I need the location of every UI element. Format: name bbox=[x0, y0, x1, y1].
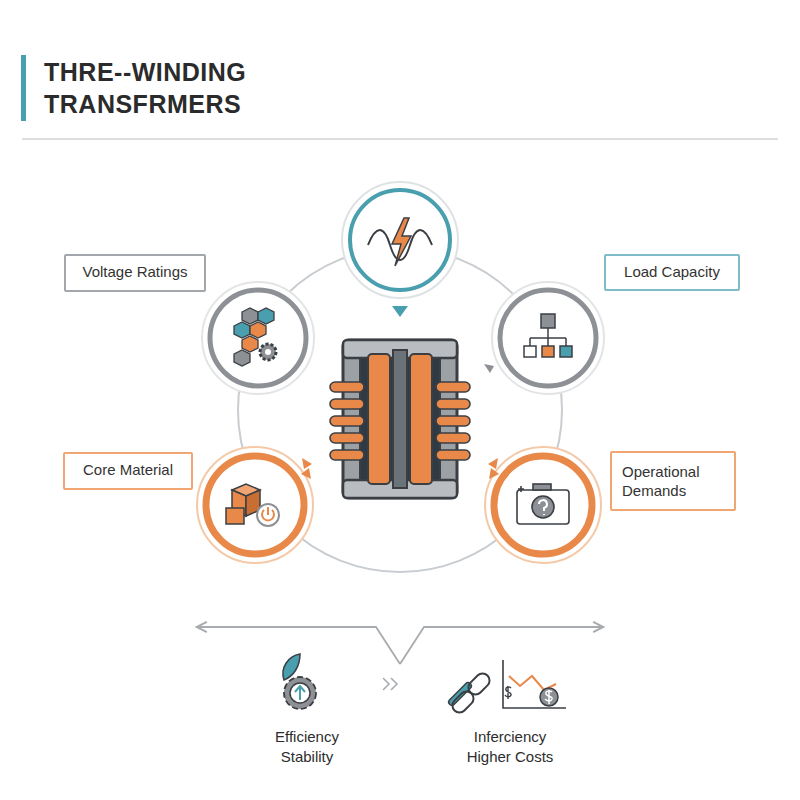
efficiency-icon-part bbox=[284, 677, 316, 709]
transformer-illustration-part-part bbox=[330, 450, 364, 460]
voltage-icon-circle bbox=[202, 282, 314, 394]
core-icon-circle bbox=[197, 447, 313, 563]
demands-icon-circle-part-part bbox=[518, 486, 524, 492]
cost-icon-part bbox=[505, 686, 511, 699]
voltage-icon-circle-part bbox=[210, 290, 306, 386]
top-icon-circle-part bbox=[392, 218, 411, 266]
core-icon-circle-part bbox=[257, 504, 279, 526]
demands-icon-circle-part-part bbox=[517, 490, 569, 524]
efficiency-icon bbox=[283, 654, 316, 709]
load-icon-circle-part-part bbox=[560, 346, 572, 357]
top-icon-circle-part bbox=[342, 182, 458, 298]
transformer-illustration-part-part bbox=[330, 433, 364, 443]
efficiency-icon-part bbox=[283, 654, 300, 680]
efficiency-icon-part bbox=[295, 686, 305, 700]
transformer-illustration-part-part bbox=[330, 416, 364, 426]
cost-icon bbox=[450, 660, 566, 715]
transformer-illustration-part-part bbox=[436, 399, 470, 409]
title-bar-part bbox=[22, 138, 778, 140]
voltage-icon-circle-part bbox=[202, 282, 314, 394]
cost-icon-part bbox=[503, 660, 566, 708]
label-box: Operational Demands bbox=[610, 451, 736, 511]
voltage-icon-circle-part-part bbox=[242, 308, 258, 324]
core-icon-circle-part bbox=[301, 468, 311, 479]
transformer-illustration bbox=[330, 340, 470, 498]
voltage-icon-circle-part-part bbox=[258, 308, 274, 324]
demands-icon-circle-part-part bbox=[532, 496, 554, 518]
demands-icon-circle-part-part bbox=[539, 500, 547, 515]
efficiency-icon-part bbox=[290, 683, 310, 703]
outcome-label: Efficiency Stability bbox=[252, 727, 362, 767]
label-box: Voltage Ratings bbox=[64, 254, 206, 292]
cost-icon-part bbox=[450, 671, 493, 716]
box-label: Operational Demands bbox=[622, 462, 722, 500]
transformer-illustration-part-part bbox=[436, 433, 470, 443]
load-icon-circle bbox=[492, 282, 604, 394]
diagram-title: THRE--WINDING TRANSFRMERS bbox=[44, 56, 344, 120]
title-bar-part bbox=[21, 55, 26, 121]
top-icon-circle bbox=[342, 182, 458, 317]
top-icon-circle-part bbox=[392, 306, 408, 317]
title-bar bbox=[21, 55, 778, 139]
box-label: Load Capacity bbox=[624, 262, 720, 281]
outcome-arrows-part bbox=[383, 678, 397, 690]
transformer-illustration-part-part bbox=[330, 399, 364, 409]
voltage-icon-circle-part-part bbox=[250, 322, 266, 338]
load-icon-circle-part-part bbox=[524, 346, 536, 357]
transformer-illustration-part-part bbox=[436, 416, 470, 426]
demands-icon-circle-part-part bbox=[533, 484, 551, 490]
load-icon-circle-part bbox=[524, 314, 572, 357]
demands-icon-circle-part bbox=[517, 484, 569, 524]
cost-icon-part bbox=[545, 690, 552, 704]
top-icon-circle-part bbox=[350, 190, 450, 290]
core-icon-circle-part bbox=[206, 456, 304, 554]
transformer-illustration-part-part bbox=[436, 450, 470, 460]
transformer-illustration-part-part bbox=[436, 382, 470, 392]
transformer-illustration-part bbox=[368, 354, 390, 484]
voltage-icon-circle-part-part bbox=[234, 350, 250, 366]
transformer-illustration-part bbox=[330, 382, 470, 460]
outcome-label: Inferciency Higher Costs bbox=[454, 727, 566, 767]
demands-icon-circle-part bbox=[494, 456, 592, 554]
demands-icon-circle-part bbox=[489, 468, 499, 479]
transformer-illustration-part bbox=[410, 354, 432, 484]
demands-icon-circle-part bbox=[485, 447, 601, 563]
cost-icon-part-part bbox=[450, 689, 477, 716]
core-icon-circle-part bbox=[226, 484, 260, 524]
core-icon-circle-part bbox=[197, 447, 313, 563]
cycle-ring-part bbox=[488, 458, 498, 469]
outcome-arrows bbox=[198, 627, 602, 690]
outcome-arrows-part bbox=[400, 627, 602, 664]
load-icon-circle-part-part bbox=[530, 328, 566, 346]
label-box: Load Capacity bbox=[604, 254, 740, 291]
cycle-ring-part bbox=[484, 364, 494, 373]
load-icon-circle-part bbox=[492, 282, 604, 394]
voltage-icon-circle-part-part bbox=[234, 322, 250, 338]
load-icon-circle-part-part bbox=[542, 346, 554, 357]
core-icon-circle-part bbox=[262, 507, 274, 520]
load-icon-circle-part-part bbox=[541, 314, 555, 328]
transformer-illustration-part bbox=[393, 350, 407, 488]
voltage-icon-circle-part-part bbox=[242, 336, 258, 352]
cost-icon-part bbox=[540, 688, 558, 706]
label-box: Core Material bbox=[63, 452, 193, 490]
cycle-ring-part bbox=[302, 458, 312, 469]
box-label: Core Material bbox=[83, 460, 173, 479]
demands-icon-circle bbox=[485, 447, 601, 563]
transformer-illustration-part-part bbox=[330, 382, 364, 392]
cost-icon-part-part bbox=[466, 671, 493, 698]
box-label: Voltage Ratings bbox=[82, 262, 187, 281]
load-icon-circle-part bbox=[500, 290, 596, 386]
voltage-icon-circle-part bbox=[265, 349, 271, 355]
voltage-icon-circle-part bbox=[260, 344, 276, 360]
core-icon-circle-part-part bbox=[226, 508, 244, 524]
